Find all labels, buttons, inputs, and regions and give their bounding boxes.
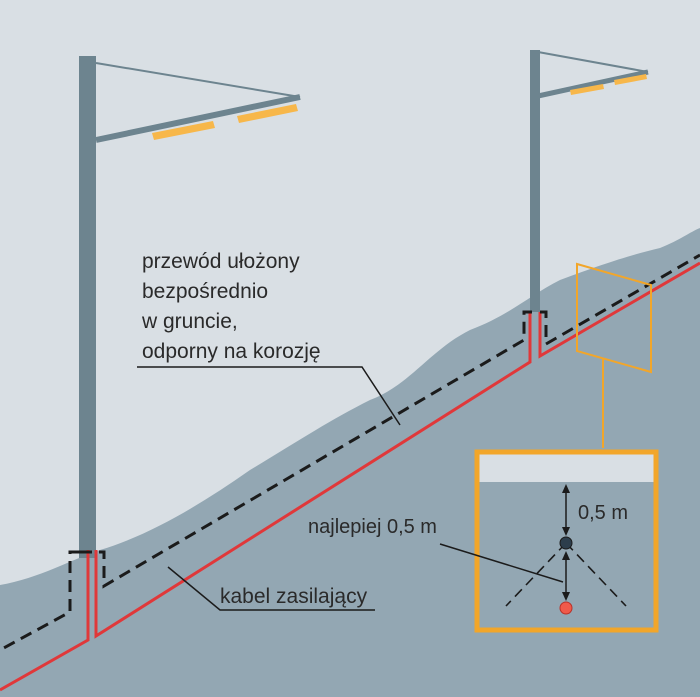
lamp-light <box>237 104 298 123</box>
lamp-arm <box>537 69 649 99</box>
leader-line <box>137 366 401 426</box>
power-cable-left-riser <box>0 550 90 692</box>
earthing-conductor-label-line-4: odporny na korozję <box>142 340 321 363</box>
power-cable-right-riser <box>538 261 700 359</box>
spread-line <box>505 542 567 607</box>
power-cable-label: kabel zasilający <box>220 585 368 608</box>
arrow-head <box>562 551 570 560</box>
earthing-conductor-label-line-3: w gruncie, <box>141 310 238 333</box>
lamp-light <box>614 74 647 85</box>
spread-line <box>565 542 627 607</box>
earthing-conductor-left <box>0 550 80 652</box>
leader-line <box>167 566 375 611</box>
support-wire <box>95 62 301 98</box>
lamp-post-shaft <box>79 56 96 558</box>
earthing-conductor <box>0 253 700 652</box>
earthing-conductor-middle <box>80 310 532 589</box>
lamp-arm <box>95 94 301 143</box>
zoom-marker <box>576 262 652 374</box>
arrow-head <box>562 484 570 493</box>
arrow-head <box>562 527 570 536</box>
arrow-head <box>562 592 570 601</box>
power-cable-section <box>559 601 573 615</box>
lamp-light <box>570 84 604 95</box>
inset-frame <box>474 449 659 633</box>
inset-sky <box>477 452 656 482</box>
earthing-conductor-right <box>540 253 700 347</box>
earthing-conductor-section <box>559 536 573 550</box>
lamp-light <box>152 121 215 140</box>
earthing-conductor-label-line-2: bezpośrednio <box>142 280 268 303</box>
lamp-post-right <box>530 50 649 312</box>
support-wire <box>537 51 649 73</box>
depth-value-label: 0,5 m <box>578 502 628 524</box>
lamp-post-shaft <box>530 50 540 312</box>
earthing-conductor-label-line-1: przewód ułożony <box>142 250 300 273</box>
power-cable <box>0 261 700 692</box>
power-cable-left-riser <box>94 312 532 639</box>
leader-line <box>439 543 564 583</box>
preferred-depth-label: najlepiej 0,5 m <box>308 516 437 538</box>
lamp-post-left <box>79 56 301 558</box>
depth-inset <box>439 449 659 633</box>
